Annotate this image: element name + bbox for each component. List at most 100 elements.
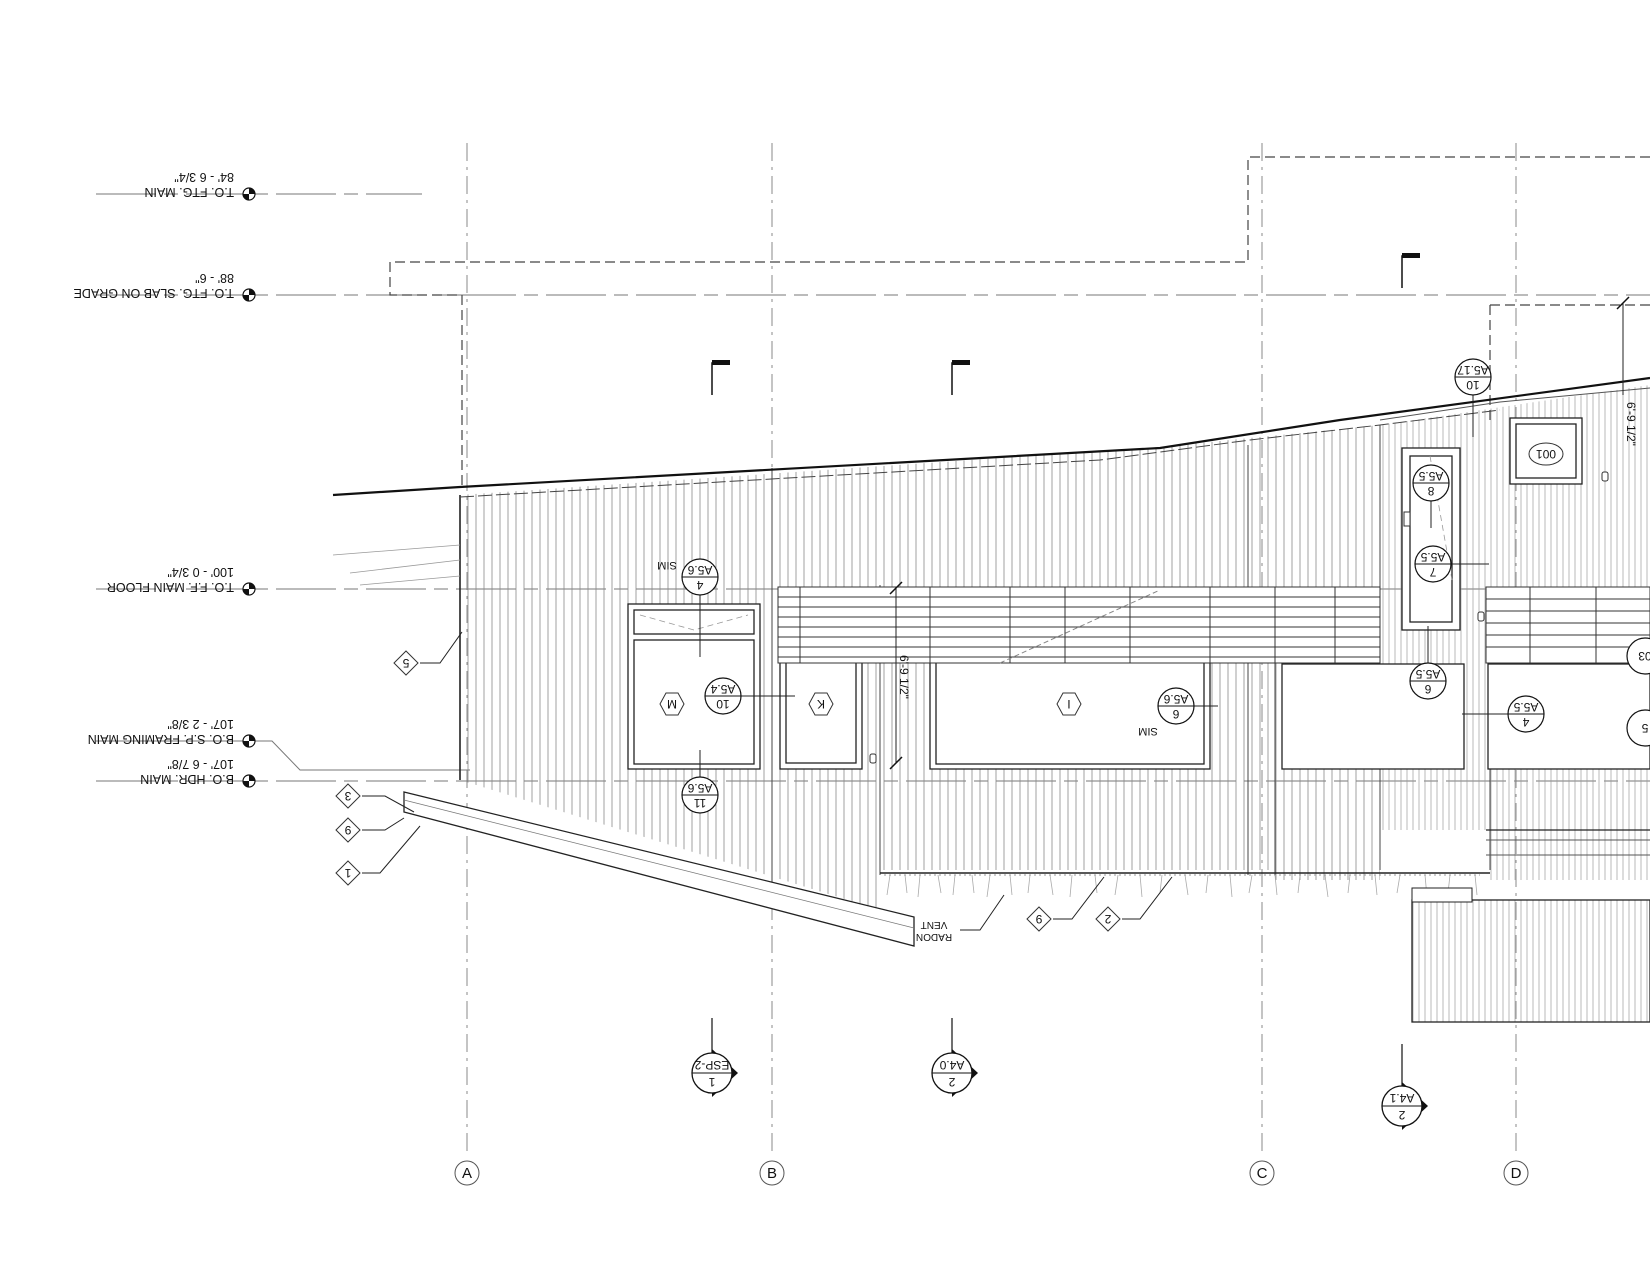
- detail-number-2: 11: [693, 796, 706, 810]
- detail-sheet-2: A5.6: [687, 781, 712, 795]
- detail-sheet-3: A5.6: [1163, 692, 1188, 706]
- level-name-4: B.O. HDR. MAIN: [140, 772, 234, 786]
- keynote-0: 5: [393, 650, 419, 676]
- detail-sheet-5: A5.5: [1418, 469, 1443, 483]
- edge-tags: 03 5: [1626, 637, 1650, 747]
- light-fixtures: [869, 471, 1609, 764]
- detail-note-3: SIM: [1138, 725, 1158, 737]
- detail-sheet-4: A5.17: [1457, 363, 1489, 377]
- section-number-0: 1: [708, 1075, 715, 1089]
- level-name-2: T.O. F.F. MAIN FLOOR: [107, 580, 234, 594]
- section-number-2: 2: [1398, 1108, 1405, 1122]
- grid-bubble-b: B: [759, 1160, 785, 1186]
- level-labels: T.O. FTG. MAIN 84' - 6 3/4" T.O. FTG. SL…: [74, 170, 234, 786]
- railings: [777, 586, 1650, 664]
- detail-callout-6: 7 A5.5: [1414, 545, 1489, 583]
- section-sheet-2: A4.1: [1389, 1091, 1414, 1105]
- level-head-hdr-main: [242, 774, 256, 788]
- section-marker-1: 2 A4.0: [931, 1018, 978, 1097]
- grid-label-b: B: [767, 1165, 777, 1182]
- detail-note-0: SIM: [657, 559, 677, 571]
- edge-tag-label-0: 03: [1638, 649, 1650, 663]
- railing-center: [777, 586, 1381, 664]
- detail-callout-4: 10 A5.17: [1454, 358, 1492, 437]
- detail-number-7: 6: [1424, 682, 1431, 696]
- level-head-ftg-main: [242, 187, 256, 201]
- edge-tag-label-1: 5: [1641, 721, 1648, 735]
- grid-bubble-d: D: [1503, 1160, 1529, 1186]
- level-elevation-4: 107' - 6 7/8": [167, 757, 234, 771]
- section-flags: [711, 253, 1420, 395]
- detail-callout-1: 10 A5.4: [704, 677, 795, 715]
- level-name-1: T.O. FTG. SLAB ON GRADE: [74, 286, 234, 300]
- lower-wall: [1411, 899, 1650, 1023]
- grid-bubbles: A B C D: [454, 1160, 1529, 1186]
- dimension-text-1: 6'-9 1/2": [1624, 402, 1638, 446]
- level-head-framing-main: [242, 734, 256, 748]
- window-tag-label-0: M: [667, 697, 677, 711]
- dimension-text-0: 6'-9 1/2": [897, 655, 911, 699]
- keynote-5: 2: [1095, 906, 1121, 932]
- siding-field: [460, 425, 1380, 910]
- door-tag-label: 001: [1536, 447, 1556, 461]
- window-tag-0: M: [659, 692, 685, 716]
- detail-number-1: 10: [716, 697, 730, 711]
- detail-callout-0: 4 A5.6 SIM: [657, 558, 719, 657]
- light-fixture-icon: [1601, 471, 1609, 482]
- section-sheet-1: A4.0: [939, 1058, 964, 1072]
- section-number-1: 2: [948, 1075, 955, 1089]
- detail-number-5: 8: [1427, 484, 1434, 498]
- footing-outline: [389, 156, 1650, 485]
- door-tag: 001: [1528, 442, 1564, 466]
- keynote-label-0: 5: [402, 656, 409, 670]
- detail-sheet-0: A5.6: [687, 563, 712, 577]
- detail-callout-2: 11 A5.6: [681, 750, 719, 814]
- foundation: [884, 829, 1650, 1023]
- window-tag-2: I: [1056, 692, 1082, 716]
- grid-bubble-a: A: [454, 1160, 480, 1186]
- level-head-slab-on-grade: [242, 288, 256, 302]
- section-marker-2: 2 A4.1: [1381, 1044, 1428, 1130]
- detail-number-4: 10: [1466, 378, 1480, 392]
- level-name-3: B.O. S.P. FRAMING MAIN: [88, 732, 234, 746]
- keynote-1: 3: [335, 783, 361, 809]
- keynote-label-3: 1: [344, 866, 351, 880]
- railing-right: [1485, 586, 1650, 664]
- window-tags: M K I: [659, 692, 1082, 716]
- keynotes: 5 3 9 1 9 2: [335, 631, 1173, 932]
- detail-number-8: 4: [1522, 715, 1529, 729]
- window-tag-label-1: K: [817, 697, 825, 711]
- level-name-0: T.O. FTG. MAIN: [144, 185, 234, 199]
- keynote-label-2: 9: [344, 823, 351, 837]
- roof-line: [332, 376, 1650, 497]
- level-line-framing-main: [96, 740, 470, 771]
- keynote-label-4: 9: [1035, 912, 1042, 926]
- window-tag-1: K: [808, 692, 834, 716]
- detail-sheet-7: A5.5: [1415, 667, 1440, 681]
- level-elevation-2: 100' - 0 3/4": [167, 565, 234, 579]
- detail-callout-7: 6 A5.5: [1409, 626, 1447, 700]
- section-sheet-0: ESP-2: [694, 1058, 729, 1072]
- switch-icon: [1403, 511, 1411, 527]
- detail-number-6: 7: [1429, 565, 1436, 579]
- sloped-beam: [403, 791, 915, 947]
- level-elevation-3: 107' - 2 3/8": [167, 717, 234, 731]
- window-tag-label-2: I: [1067, 697, 1070, 711]
- radon-vent-note: RADON VENT: [916, 894, 1005, 942]
- light-fixture-icon: [1477, 611, 1485, 622]
- level-heads: [242, 187, 256, 788]
- section-markers: 1 ESP-2 2 A4.0 2 A4.1: [691, 1018, 1428, 1130]
- grid-bubble-c: C: [1249, 1160, 1275, 1186]
- edge-tag-1: 5: [1626, 709, 1650, 747]
- keynote-label-1: 3: [344, 789, 351, 803]
- window-m: [627, 603, 761, 770]
- section-marker-0: 1 ESP-2: [691, 1018, 738, 1097]
- keynote-4: 9: [1026, 906, 1052, 932]
- detail-sheet-6: A5.5: [1420, 550, 1445, 564]
- level-head-main-floor: [242, 582, 256, 596]
- detail-callouts: 4 A5.6 SIM 10 A5.4 11 A5.6: [657, 358, 1545, 814]
- detail-callout-5: 8 A5.5: [1412, 464, 1450, 528]
- grid-label-a: A: [462, 1165, 472, 1182]
- keynote-2: 9: [335, 817, 361, 843]
